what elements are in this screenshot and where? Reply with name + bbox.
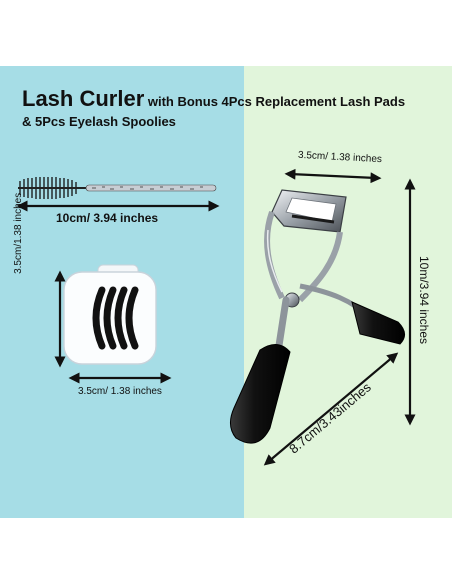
title-line2: & 5Pcs Eyelash Spoolies: [22, 114, 176, 129]
curler-height-label: 10m/3.94 inches: [417, 255, 431, 345]
pad-width-label: 3.5cm/ 1.38 inches: [78, 386, 162, 397]
title-subtitle: with Bonus 4Pcs Replacement Lash Pads: [144, 94, 406, 109]
spoolie-length-label: 10cm/ 3.94 inches: [56, 211, 159, 225]
spoolie-brush: [18, 177, 217, 199]
curler-top-width-arrow: [284, 168, 382, 184]
product-title: Lash Curler with Bonus 4Pcs Replacement …: [22, 86, 442, 129]
title-main: Lash Curler: [22, 86, 145, 111]
lash-pad-case: [63, 264, 157, 365]
pad-height-label: 3.5cm/1.38 inches: [12, 192, 24, 274]
replacement-lash-pads: [92, 286, 139, 350]
lash-curler: [230, 189, 405, 444]
spoolie-handle: [85, 184, 217, 192]
curler-diagonal-arrow: [263, 352, 399, 466]
